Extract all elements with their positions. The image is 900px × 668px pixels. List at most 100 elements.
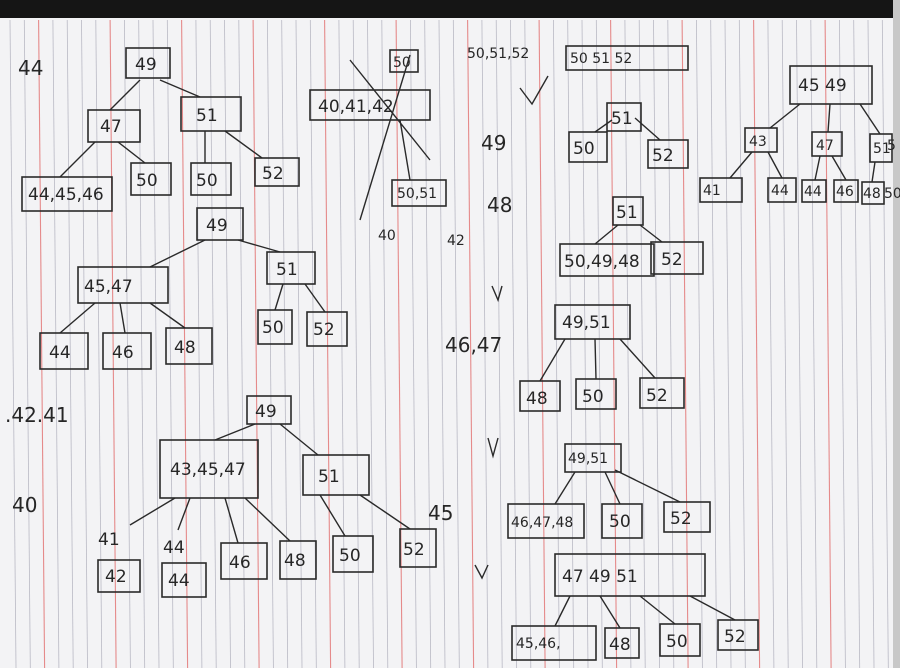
tree-2-node-e-box (165, 327, 213, 365)
tree-4: 50 40,41,42 50,51 40 42 (309, 49, 465, 249)
tree-1-node-d-box (130, 162, 172, 196)
tree-6-node-b: 52 (661, 250, 683, 270)
page-rule (166, 19, 174, 668)
tree-5-node-b-box (568, 131, 608, 163)
tree-3: 49 43,45,47 51 41 44 46 48 50 52 42 44 (97, 395, 437, 598)
tree-10-node-h: 48 (863, 186, 881, 202)
page-rule (510, 19, 517, 668)
tree-7-node-c-box (639, 377, 685, 409)
note-46-47: 46,47 (445, 333, 502, 357)
tree-10-node-d: 41 (703, 183, 721, 199)
tree-2-node-d-box (102, 332, 152, 370)
tree-2-node-g: 52 (313, 320, 335, 340)
arrow-down-1 (491, 285, 503, 303)
tree-6-root-box (612, 196, 644, 226)
tree-10-node-a: 43 (749, 134, 767, 150)
tree-6-node-a: 50,49,48 (564, 252, 640, 272)
tree-4-root-box (389, 49, 419, 73)
tree-9-node-d-box (717, 619, 759, 651)
tree-3-node-b-box (302, 454, 370, 496)
tree-1-node-c: 44,45,46 (28, 185, 104, 205)
tree-1-root: 49 (135, 55, 157, 75)
tree-4-note-42: 42 (447, 233, 465, 249)
tree-4-node-a: 40,41,42 (318, 97, 394, 117)
tree-1: 49 47 51 44,45,46 50 50 52 (21, 47, 300, 212)
page-rule (624, 19, 632, 668)
page-rule (381, 19, 389, 668)
tree-10-node-b-box (811, 131, 843, 157)
tree-2-node-c: 44 (49, 343, 71, 363)
tree-3-node-d: 44 (163, 538, 185, 558)
tree-9-node-a-box (511, 625, 597, 661)
tree-9-root-box (554, 553, 706, 597)
tree-1-root-box (125, 47, 171, 79)
page-rule (23, 19, 31, 668)
tree-1-node-a: 47 (100, 117, 122, 137)
page-rule (66, 19, 74, 668)
tree-4-node-a-box (309, 89, 431, 121)
tree-10-node-e: 44 (771, 183, 789, 199)
tree-3-node-h: 52 (403, 540, 425, 560)
tree-8-node-c: 52 (670, 509, 692, 529)
page-rule (653, 19, 660, 668)
tree-3-root: 49 (255, 402, 277, 422)
tree-10-node-i: 50 (884, 186, 900, 202)
right-edge (893, 0, 900, 668)
tree-1-node-f-box (254, 157, 300, 187)
tree-8-root-box (564, 443, 622, 473)
tree-8-node-c-box (663, 501, 711, 533)
tree-9-node-b: 48 (609, 635, 631, 655)
tree-6-node-a-box (559, 243, 655, 277)
page-rule (667, 19, 675, 668)
page-rule (81, 19, 88, 668)
tree-1-node-d: 50 (136, 171, 158, 191)
tree-10-node-a-box (744, 127, 778, 153)
tree-8-node-a-box (507, 503, 585, 539)
page-rule (738, 19, 746, 668)
tree-10-node-f-box (801, 179, 827, 203)
page-rule (696, 19, 703, 668)
tree-5-node-b: 50 (573, 139, 595, 159)
tree-10: 45 49 43 47 51 41 44 44 46 48 50 5 (699, 65, 900, 205)
margin-rule (252, 19, 260, 668)
tree-10-node-c-box (869, 133, 893, 163)
page-rule (438, 19, 446, 668)
tree-2-node-a-box (77, 266, 169, 304)
tree-5-node-c-box (647, 139, 689, 169)
tree-8-node-b-box (601, 503, 643, 539)
note-48: 48 (487, 193, 512, 217)
tree-10-node-c: 51 (873, 141, 891, 157)
page-rule (452, 19, 460, 668)
page-rule (724, 19, 732, 668)
tree-1-node-a-box (87, 109, 141, 143)
page-rule (481, 19, 489, 668)
check-mark (519, 75, 549, 106)
page-rule (867, 19, 875, 668)
tree-4-note-40: 40 (378, 228, 396, 244)
page-rule (524, 19, 532, 668)
tree-3-node-f: 48 (284, 551, 306, 571)
tree-5: 50 51 52 51 50 52 (565, 45, 689, 169)
tree-9: 47 49 51 45,46, 48 50 52 (511, 553, 759, 661)
note-40: 40 (12, 493, 37, 517)
page-rule (581, 19, 589, 668)
tree-4-node-b: 50,51 (397, 186, 437, 202)
tree-5-node-a-box (606, 102, 642, 132)
tree-2-node-f: 50 (262, 318, 284, 338)
margin-rule (538, 19, 546, 668)
page-rule (224, 19, 231, 668)
tree-3-node-f-box (279, 540, 317, 580)
tree-1-node-b: 51 (196, 106, 218, 126)
tree-7-root-box (554, 304, 631, 340)
tree-9-node-c-box (659, 623, 701, 657)
page-rule (853, 19, 861, 668)
tree-2-node-a: 45,47 (84, 277, 133, 297)
margin-rule (181, 19, 189, 668)
page-rule (781, 19, 789, 668)
margin-rule (824, 19, 832, 668)
tree-3-node-a-box (159, 439, 259, 499)
tree-1-node-f: 52 (262, 164, 284, 184)
margin-rule (395, 19, 403, 668)
tree-7-node-b: 50 (582, 387, 604, 407)
